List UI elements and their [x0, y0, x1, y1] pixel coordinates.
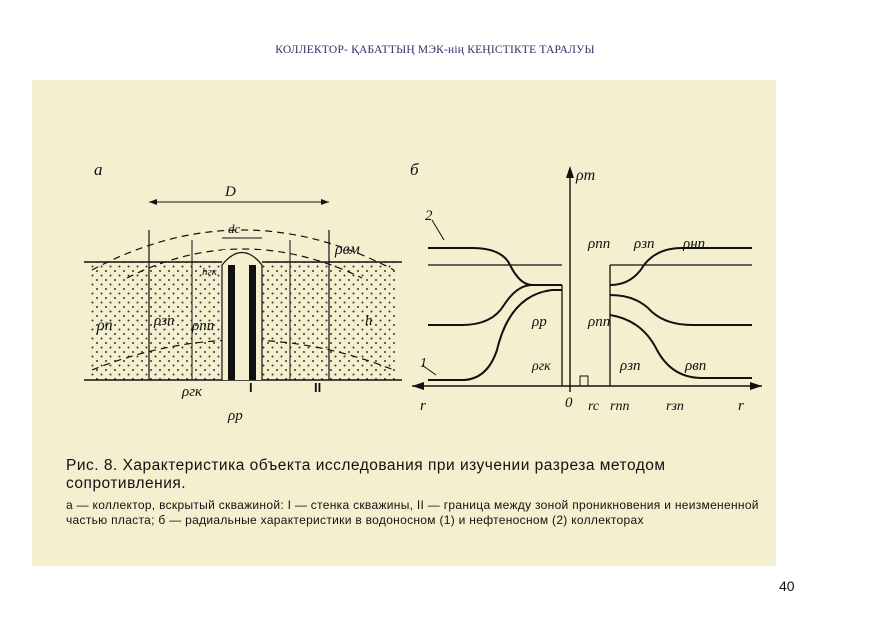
- label-rho-zp-low: ρзп: [619, 358, 641, 374]
- borehole-step: [579, 375, 589, 387]
- slide-title: КОЛЛЕКТОР- ҚАБАТТЫҢ МЭК-нің КЕҢІСТІКТЕ Т…: [275, 44, 595, 56]
- label-curve-2: 2: [425, 208, 433, 224]
- label-r-left: r: [420, 398, 426, 414]
- caption-legend: а — коллектор, вскрытый скважиной: I — с…: [66, 498, 759, 527]
- mudcake-right: [249, 265, 256, 380]
- leader-2: [431, 219, 445, 241]
- label-r-right: r: [738, 398, 744, 414]
- label-rho-p: ρп: [96, 317, 113, 334]
- invasion-arc-lower: [91, 339, 395, 371]
- label-rho-gk: ρгк: [531, 359, 551, 374]
- label-r-pp: rпп: [610, 399, 629, 414]
- scanned-figure: а D dc hгк: [32, 80, 776, 566]
- label-rc: rc: [588, 399, 600, 414]
- curve-2-left-upper: [428, 247, 533, 286]
- curve-2-right-lower: [609, 294, 752, 326]
- label-rho-r: ρр: [227, 408, 243, 424]
- label-h: h: [365, 313, 373, 329]
- label-rho-vp: ρвп: [684, 358, 706, 374]
- label-rho-vm: ρвм: [334, 241, 360, 258]
- panel-a: а D dc hгк: [84, 160, 402, 424]
- label-origin: 0: [565, 395, 573, 411]
- label-rho-t: ρт: [575, 167, 595, 184]
- label-rho-pp-left: ρпп: [587, 236, 610, 252]
- borehole-outline: [221, 251, 263, 380]
- label-rho-pp-mid: ρпп: [587, 314, 610, 330]
- label-dc: dc: [228, 221, 241, 236]
- label-rho-gk: ρгк: [181, 384, 203, 400]
- label-boundary-II: II: [314, 380, 321, 395]
- caption-title: Рис. 8. Характеристика объекта исследова…: [66, 457, 666, 492]
- label-rho-zp-top: ρзп: [633, 236, 655, 252]
- page-number: 40: [779, 578, 795, 594]
- panel-b: б ρт 2 1: [410, 160, 762, 414]
- curve-1-left: [428, 289, 562, 381]
- label-rho-zp: ρзп: [153, 313, 175, 329]
- label-rho-r: ρр: [531, 314, 547, 330]
- label-D: D: [224, 184, 236, 200]
- figure-caption: Рис. 8. Характеристика объекта исследова…: [66, 457, 766, 527]
- label-curve-1: 1: [420, 356, 427, 371]
- invasion-arc-inner: [126, 248, 363, 279]
- curve-1-right: [609, 314, 752, 379]
- curve-2-right-upper: [609, 247, 752, 286]
- panel-b-label: б: [410, 160, 419, 179]
- panel-a-label: а: [94, 160, 103, 179]
- curve-2-left-transition: [428, 284, 562, 326]
- label-rho-np: ρнп: [682, 236, 705, 252]
- mudcake-left: [228, 265, 235, 380]
- invasion-arc-outer: [91, 229, 395, 271]
- figure-drawing: а D dc hгк: [84, 160, 762, 424]
- label-rho-pp: ρпп: [191, 318, 214, 334]
- label-wall-I: I: [249, 380, 253, 395]
- leader-1: [421, 364, 437, 376]
- label-hgk: hгк: [202, 266, 218, 278]
- label-r-zp: rзп: [666, 399, 684, 414]
